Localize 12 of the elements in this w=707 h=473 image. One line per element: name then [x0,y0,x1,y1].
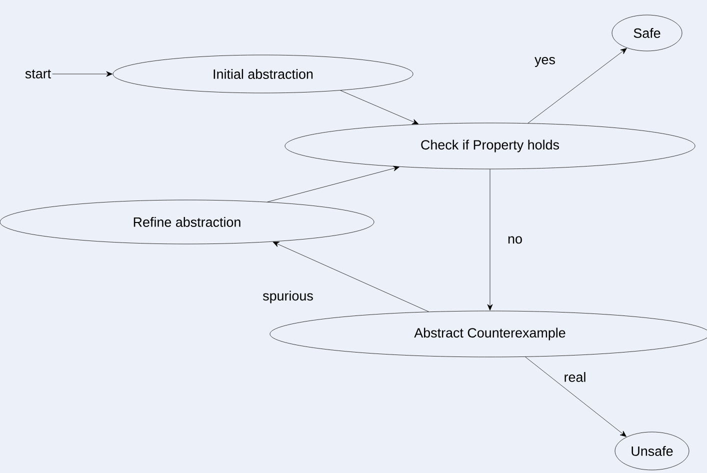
arrow [487,168,493,310]
arrow [528,48,627,124]
edge-label: spurious [262,290,313,304]
arrow [267,166,400,202]
edge-label: yes [534,56,555,67]
arrow [52,71,112,77]
edge-label: real [564,372,586,382]
arrow [525,356,626,437]
arrow [272,242,429,312]
edge-label: no [508,236,522,244]
arrow [340,90,419,124]
start-label: start [25,70,51,78]
